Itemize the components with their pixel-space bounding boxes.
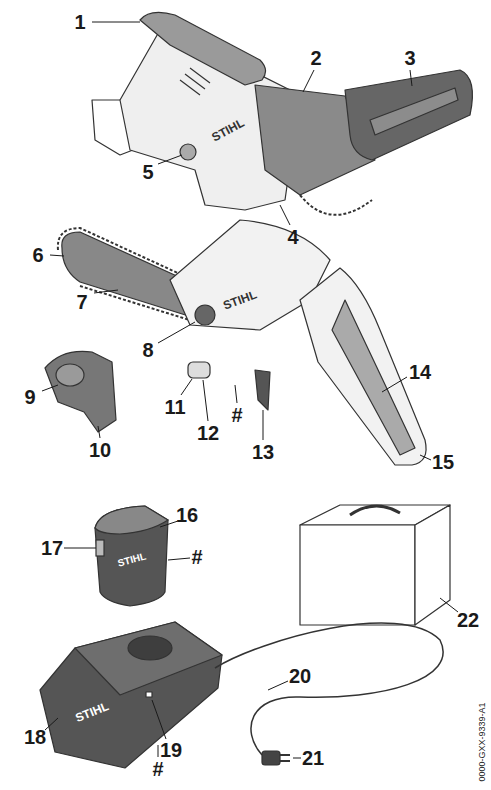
- leader-line: [98, 426, 100, 438]
- callout-number: 5: [142, 162, 153, 182]
- leader-line: [45, 718, 58, 730]
- callout-number: 16: [176, 505, 198, 525]
- callout-number: #: [231, 405, 242, 425]
- leader-line: [440, 598, 458, 612]
- callout-number: 15: [432, 452, 454, 472]
- plug: [262, 751, 280, 765]
- callout-number: 8: [142, 340, 153, 360]
- callout-number: 19: [160, 740, 182, 760]
- leader-line: [50, 255, 64, 256]
- brand-logo: STIHL: [117, 551, 147, 568]
- callout-number: 4: [287, 227, 298, 247]
- button: [188, 362, 210, 378]
- brand-logo: STIHL: [210, 117, 246, 144]
- bag-front: [300, 525, 415, 625]
- leader-line: [152, 700, 166, 739]
- callout-number: 9: [24, 387, 35, 407]
- callout-number: 21: [302, 748, 324, 768]
- callout-number: 18: [24, 727, 46, 747]
- callout-number: 10: [89, 440, 111, 460]
- drawing-code: 0000-GXX-9339-A1: [478, 702, 487, 781]
- bar-cover: [345, 70, 472, 160]
- leader-line: [293, 758, 301, 759]
- pruner-middle: [45, 220, 426, 465]
- leader-line: [280, 205, 290, 225]
- cover-slot: [370, 88, 458, 135]
- leader-line: [158, 155, 182, 164]
- leader-line: [92, 22, 140, 23]
- callout-number: 12: [197, 423, 219, 443]
- charger-top: [75, 622, 222, 695]
- leader-line: [382, 377, 407, 392]
- leader-line: [160, 521, 178, 527]
- pruner-top: [92, 12, 472, 214]
- leader-line: [203, 380, 208, 421]
- chain: [300, 195, 372, 215]
- bag-handle: [350, 506, 400, 515]
- leader-line: [158, 745, 159, 757]
- battery-cover: [45, 351, 116, 432]
- brand-logo: STIHL: [74, 700, 111, 724]
- cover-latch: [56, 364, 84, 386]
- callout-number: 3: [404, 48, 415, 68]
- leader-line: [64, 548, 96, 549]
- battery-latch: [96, 540, 104, 556]
- leader-line: [235, 385, 237, 403]
- grip: [332, 300, 415, 455]
- leader-line: [268, 681, 288, 690]
- knob: [180, 144, 196, 160]
- battery-top: [95, 506, 168, 534]
- leader-line: [42, 385, 58, 391]
- charger: [40, 622, 443, 768]
- charger-body: [40, 622, 222, 768]
- leader-line: [420, 455, 431, 460]
- leader-line: [94, 290, 118, 293]
- callout-number: 14: [409, 362, 431, 382]
- callout-number: 22: [457, 610, 479, 630]
- callout-number: 20: [289, 666, 311, 686]
- leader-line: [263, 410, 264, 440]
- leader-line: [181, 379, 192, 395]
- callout-number: 7: [76, 292, 87, 312]
- callout-number: 17: [41, 538, 63, 558]
- cable: [215, 623, 443, 755]
- led: [146, 692, 152, 697]
- plug-pins: [280, 755, 290, 761]
- leader-lines: [42, 22, 458, 758]
- battery: [95, 506, 168, 606]
- trigger: [255, 370, 270, 410]
- handle: [300, 268, 426, 465]
- carry-bag: [300, 505, 450, 625]
- leader-line: [303, 70, 314, 92]
- callout-number: #: [152, 759, 163, 779]
- leader-line: [410, 70, 412, 86]
- brand-logo: STIHL: [222, 288, 259, 311]
- callout-number: 11: [164, 397, 185, 417]
- bag-side: [415, 505, 450, 625]
- leader-line: [158, 322, 195, 343]
- callout-number: #: [191, 547, 202, 567]
- top-handle: [140, 12, 266, 85]
- callout-number: 6: [32, 245, 43, 265]
- battery-body: [95, 506, 168, 606]
- sprocket: [195, 305, 215, 325]
- charger-slot: [128, 636, 172, 660]
- vent-slots: [180, 68, 210, 95]
- callout-number: 2: [310, 48, 321, 68]
- callout-number: 1: [74, 12, 85, 32]
- leader-line: [168, 558, 190, 560]
- callout-number: 13: [252, 442, 274, 462]
